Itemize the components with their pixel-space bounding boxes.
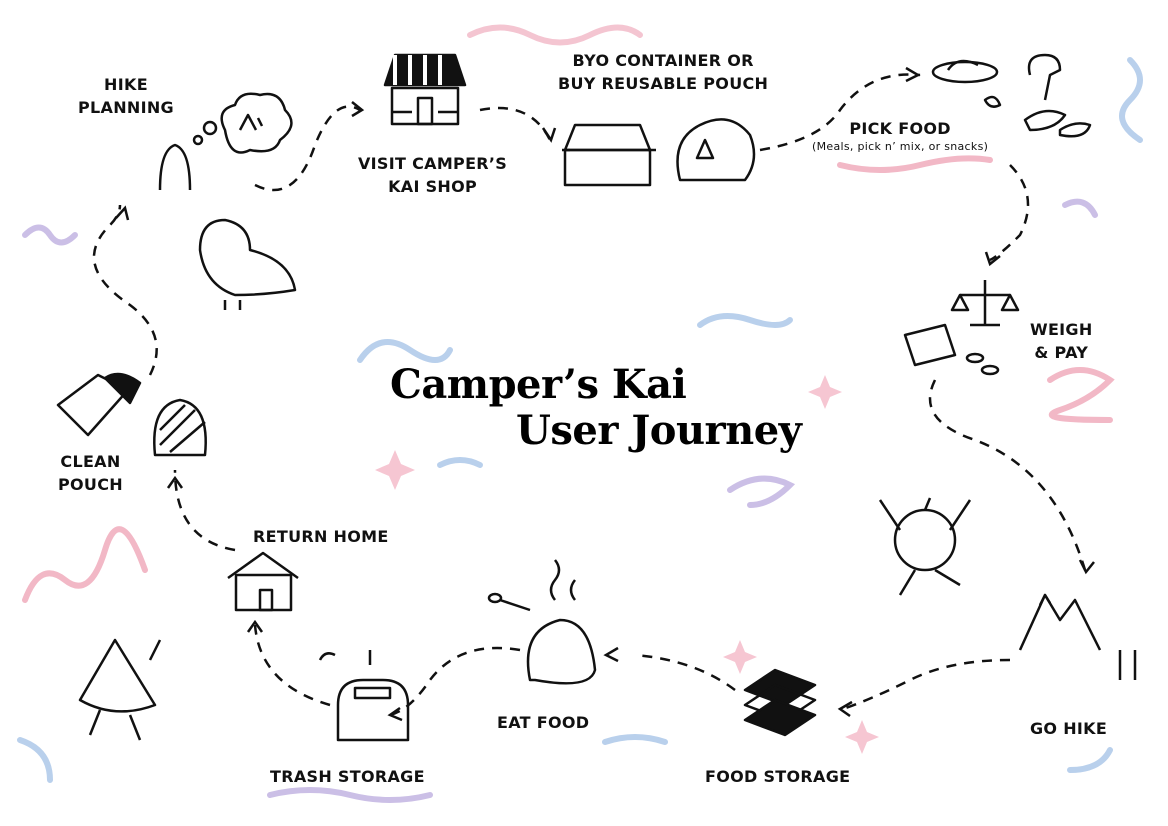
step-label: HIKE (104, 75, 148, 94)
clean-pouch-icon (56, 372, 207, 457)
step-label: PICK FOOD (849, 119, 951, 138)
step-label: RETURN HOME (253, 527, 389, 546)
diagram-title-line-1: Camper’s Kai (390, 361, 687, 408)
food-icon (931, 53, 1092, 138)
step-go-hike: GO HIKE (1030, 717, 1107, 740)
step-label: TRASH STORAGE (270, 767, 425, 786)
step-clean-pouch: CLEAN POUCH (58, 450, 123, 496)
mountain-icon (1018, 593, 1137, 680)
step-label: WEIGH (1030, 320, 1093, 339)
step-label: & PAY (1034, 343, 1089, 362)
sparkle-decorations (375, 375, 879, 754)
step-pick-food: PICK FOOD (Meals, pick n’ mix, or snacks) (812, 117, 988, 154)
shop-icon (383, 53, 467, 126)
thought-bubble-icon (158, 92, 293, 191)
step-byo-container: BYO CONTAINER OR BUY REUSABLE POUCH (558, 49, 768, 95)
mountain-mascot-icon (78, 638, 162, 741)
step-label: CLEAN (60, 452, 121, 471)
step-note: (Meals, pick n’ mix, or snacks) (812, 140, 989, 153)
step-label: GO HIKE (1030, 719, 1108, 738)
step-label: PLANNING (78, 98, 174, 117)
step-eat-food: EAT FOOD (497, 711, 589, 734)
apple-mascot-icon (878, 497, 972, 596)
pouch-icon (676, 118, 756, 182)
path-arrowheads (115, 66, 1095, 722)
step-label: POUCH (58, 475, 123, 494)
step-trash-storage: TRASH STORAGE (270, 765, 425, 788)
house-icon (227, 551, 299, 612)
step-label: EAT FOOD (497, 713, 590, 732)
step-visit-shop: VISIT CAMPER’S KAI SHOP (358, 152, 507, 198)
trash-bin-icon (318, 650, 410, 742)
hot-pouch-icon (487, 559, 597, 685)
step-label: VISIT CAMPER’S (358, 154, 508, 173)
stacked-pouches-icon (743, 668, 817, 737)
step-hike-planning: HIKE PLANNING (78, 73, 174, 119)
diagram-title-line-2: User Journey (516, 407, 802, 454)
step-label: BYO CONTAINER OR (572, 51, 754, 70)
step-return-home: RETURN HOME (253, 525, 389, 548)
container-icon (562, 123, 656, 187)
step-label: BUY REUSABLE POUCH (558, 74, 769, 93)
step-weigh-pay: WEIGH & PAY (1030, 318, 1093, 364)
bird-mascot-icon (198, 218, 297, 310)
step-label: FOOD STORAGE (705, 767, 851, 786)
decorative-squiggles (17, 24, 1143, 803)
scale-money-icon (903, 280, 1020, 376)
step-label: KAI SHOP (388, 177, 478, 196)
step-food-storage: FOOD STORAGE (705, 765, 850, 788)
